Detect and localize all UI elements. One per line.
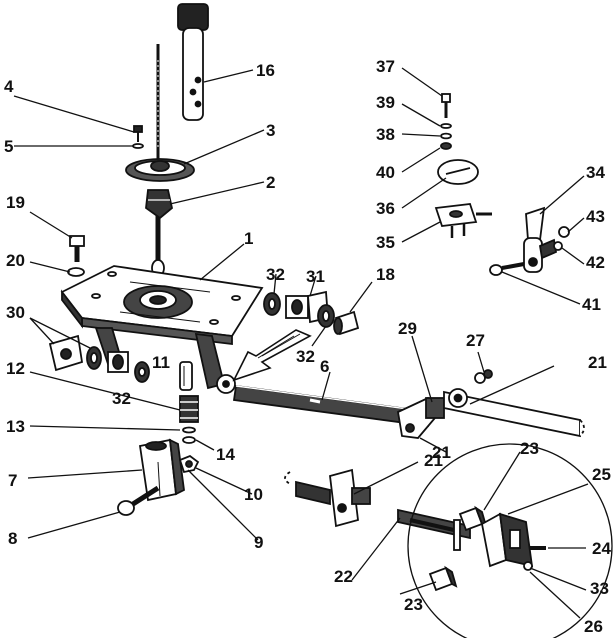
rod-nut <box>474 369 493 384</box>
part-number: 10 <box>244 485 263 504</box>
part-number: 43 <box>586 207 605 226</box>
part-number: 41 <box>582 295 601 314</box>
part-number: 16 <box>256 61 275 80</box>
part-number: 5 <box>4 137 13 156</box>
lever-boot-disc <box>125 158 195 182</box>
cover-disc <box>437 159 479 185</box>
sleeve <box>333 310 360 336</box>
part-number: 2 <box>266 173 275 192</box>
part-number: 12 <box>6 359 25 378</box>
part-number: 21 <box>432 443 451 462</box>
part-number: 35 <box>376 233 395 252</box>
clamp-bolt <box>117 485 160 516</box>
part-number: 26 <box>584 617 603 636</box>
selector-finger <box>523 206 558 273</box>
spring-and-washers <box>179 395 199 444</box>
bolt-washer-stack <box>440 93 452 150</box>
part-number: 4 <box>4 77 14 96</box>
shaft-bracket <box>396 396 445 439</box>
part-number: 34 <box>586 163 605 182</box>
part-number: 11 <box>152 353 170 372</box>
part-number: 30 <box>6 303 25 322</box>
pin <box>179 361 193 391</box>
gear-knob-sleeve <box>177 3 209 121</box>
part-number: 36 <box>376 199 395 218</box>
screw-and-washer <box>132 125 144 149</box>
part-number: 21 <box>424 451 443 470</box>
detail-joint-parts <box>409 505 546 592</box>
finger-nut-washer <box>553 226 570 251</box>
part-number-labels: 4 5 16 3 2 19 20 1 30 12 32 11 13 14 7 1… <box>4 57 611 636</box>
part-number: 20 <box>6 251 25 270</box>
part-number: 18 <box>376 265 395 284</box>
assembly-arrow-icon <box>232 329 312 382</box>
part-number: 24 <box>592 539 611 558</box>
part-number: 22 <box>334 567 353 586</box>
shift-rod-right <box>443 388 585 438</box>
detail-circle <box>407 443 613 638</box>
switch-bracket <box>434 203 492 238</box>
part-number: 14 <box>216 445 235 464</box>
clamp-nut <box>178 454 200 474</box>
selector-clamp-block <box>138 438 185 502</box>
part-number: 23 <box>520 439 539 458</box>
part-number: 7 <box>8 471 17 490</box>
lever-ball-joint <box>145 189 173 220</box>
part-number: 38 <box>376 125 395 144</box>
part-number: 6 <box>320 357 329 376</box>
gearshift-housing-plate <box>60 265 264 346</box>
part-number: 32 <box>296 347 315 366</box>
part-number: 31 <box>306 267 325 286</box>
part-number: 13 <box>6 417 25 436</box>
part-number: 19 <box>6 193 25 212</box>
leader-lines <box>13 67 589 619</box>
part-number: 32 <box>266 265 285 284</box>
part-number: 1 <box>244 229 253 248</box>
part-number: 40 <box>376 163 395 182</box>
part-number: 23 <box>404 595 423 614</box>
bushing-set-right <box>263 290 335 328</box>
part-number: 37 <box>376 57 395 76</box>
part-number: 8 <box>8 529 17 548</box>
part-number: 32 <box>112 389 131 408</box>
part-number: 29 <box>398 319 417 338</box>
part-number: 27 <box>466 331 485 350</box>
part-number: 3 <box>266 121 275 140</box>
part-number: 25 <box>592 465 611 484</box>
part-number: 9 <box>254 533 263 552</box>
part-number: 21 <box>588 353 607 372</box>
bolt-and-washer <box>67 235 85 277</box>
bushing-set-left <box>48 334 150 383</box>
part-number: 39 <box>376 93 395 112</box>
finger-bolt <box>489 262 525 276</box>
part-number: 42 <box>586 253 605 272</box>
part-number: 33 <box>590 579 609 598</box>
